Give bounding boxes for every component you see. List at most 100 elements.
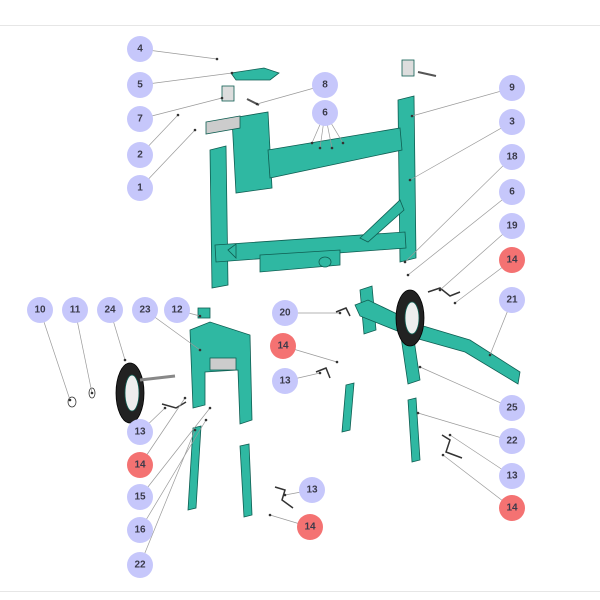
callout-23[interactable]: 23 [132, 297, 158, 323]
leader-dot [438, 288, 442, 292]
callout-badge[interactable] [499, 463, 525, 489]
callout-22[interactable]: 22 [499, 428, 525, 454]
callout-badge[interactable] [27, 297, 53, 323]
callout-badge[interactable] [272, 300, 298, 326]
callout-label: 13 [306, 485, 318, 496]
callout-14-highlighted[interactable]: 14 [297, 514, 323, 540]
callout-21[interactable]: 21 [499, 287, 525, 313]
callout-badge[interactable] [272, 368, 298, 394]
callout-badge[interactable] [499, 247, 525, 273]
callout-label: 7 [137, 114, 143, 125]
callout-badge[interactable] [499, 75, 525, 101]
callout-badge[interactable] [299, 477, 325, 503]
callout-label: 23 [139, 305, 151, 316]
leader-dot [183, 396, 187, 400]
callout-label: 12 [171, 305, 183, 316]
callout-badge[interactable] [499, 144, 525, 170]
callout-label: 19 [506, 221, 518, 232]
callout-14-highlighted[interactable]: 14 [499, 247, 525, 273]
callout-badge[interactable] [127, 517, 153, 543]
callout-7[interactable]: 7 [127, 106, 153, 132]
callout-4[interactable]: 4 [127, 36, 153, 62]
plate-12 [197, 307, 211, 319]
callout-label: 15 [134, 492, 146, 503]
callout-20[interactable]: 20 [272, 300, 298, 326]
callout-13[interactable]: 13 [299, 477, 325, 503]
callout-badge[interactable] [164, 297, 190, 323]
machine-parts [67, 59, 521, 518]
callout-badge[interactable] [127, 452, 153, 478]
leader-dot [310, 141, 314, 145]
callout-badge[interactable] [127, 175, 153, 201]
callout-14-highlighted[interactable]: 14 [127, 452, 153, 478]
callout-13[interactable]: 13 [127, 419, 153, 445]
leader-dot [403, 260, 407, 264]
leader-dot [90, 391, 94, 395]
callout-badge[interactable] [132, 297, 158, 323]
callout-badge[interactable] [499, 287, 525, 313]
leader-dot [448, 433, 452, 437]
callout-6[interactable]: 6 [312, 100, 338, 126]
leader-line [139, 407, 211, 498]
callout-badge[interactable] [127, 142, 153, 168]
leg-25 [341, 382, 355, 433]
callout-badge[interactable] [499, 395, 525, 421]
callout-22[interactable]: 22 [127, 552, 153, 578]
callout-badge[interactable] [297, 514, 323, 540]
callout-badge[interactable] [127, 484, 153, 510]
leader-dot [441, 453, 445, 457]
callout-14-highlighted[interactable]: 14 [270, 333, 296, 359]
leader-dot [220, 96, 224, 100]
frame-lower-diagonal [227, 243, 237, 259]
leader-dot [204, 418, 208, 422]
callout-8[interactable]: 8 [312, 72, 338, 98]
leader-dot [198, 348, 202, 352]
washer-11 [88, 387, 96, 399]
callout-24[interactable]: 24 [97, 297, 123, 323]
leader-dot [123, 358, 127, 362]
callout-badge[interactable] [499, 213, 525, 239]
callout-25[interactable]: 25 [499, 395, 525, 421]
callout-15[interactable]: 15 [127, 484, 153, 510]
pin-13-left [161, 401, 187, 409]
callout-badge[interactable] [62, 297, 88, 323]
callout-16[interactable]: 16 [127, 517, 153, 543]
callout-badge[interactable] [127, 36, 153, 62]
callout-11[interactable]: 11 [62, 297, 88, 323]
callout-badge[interactable] [312, 100, 338, 126]
callout-10[interactable]: 10 [27, 297, 53, 323]
callout-badge[interactable] [499, 109, 525, 135]
leader-dot [418, 365, 422, 369]
callout-13[interactable]: 13 [499, 463, 525, 489]
callout-badge[interactable] [127, 419, 153, 445]
leader-line [442, 454, 513, 509]
leader-line [74, 309, 93, 394]
callout-13[interactable]: 13 [272, 368, 298, 394]
callout-14-highlighted[interactable]: 14 [499, 495, 525, 521]
callout-badge[interactable] [499, 495, 525, 521]
callout-5[interactable]: 5 [127, 72, 153, 98]
callout-label: 6 [509, 187, 515, 198]
callout-badge[interactable] [127, 552, 153, 578]
frame-foot [259, 249, 341, 273]
leader-line [139, 72, 233, 86]
callout-3[interactable]: 3 [499, 109, 525, 135]
leader-dot [453, 301, 457, 305]
callout-9[interactable]: 9 [499, 75, 525, 101]
callout-badge[interactable] [499, 179, 525, 205]
callout-badge[interactable] [127, 106, 153, 132]
callout-badge[interactable] [97, 297, 123, 323]
callout-2[interactable]: 2 [127, 142, 153, 168]
callout-1[interactable]: 1 [127, 175, 153, 201]
top-plate [230, 67, 280, 81]
callout-badge[interactable] [127, 72, 153, 98]
callout-badge[interactable] [499, 428, 525, 454]
callout-19[interactable]: 19 [499, 213, 525, 239]
callout-18[interactable]: 18 [499, 144, 525, 170]
left-axle [139, 374, 176, 382]
callout-12[interactable]: 12 [164, 297, 190, 323]
callout-label: 21 [506, 295, 518, 306]
callout-6[interactable]: 6 [499, 179, 525, 205]
callout-badge[interactable] [270, 333, 296, 359]
callout-badge[interactable] [312, 72, 338, 98]
